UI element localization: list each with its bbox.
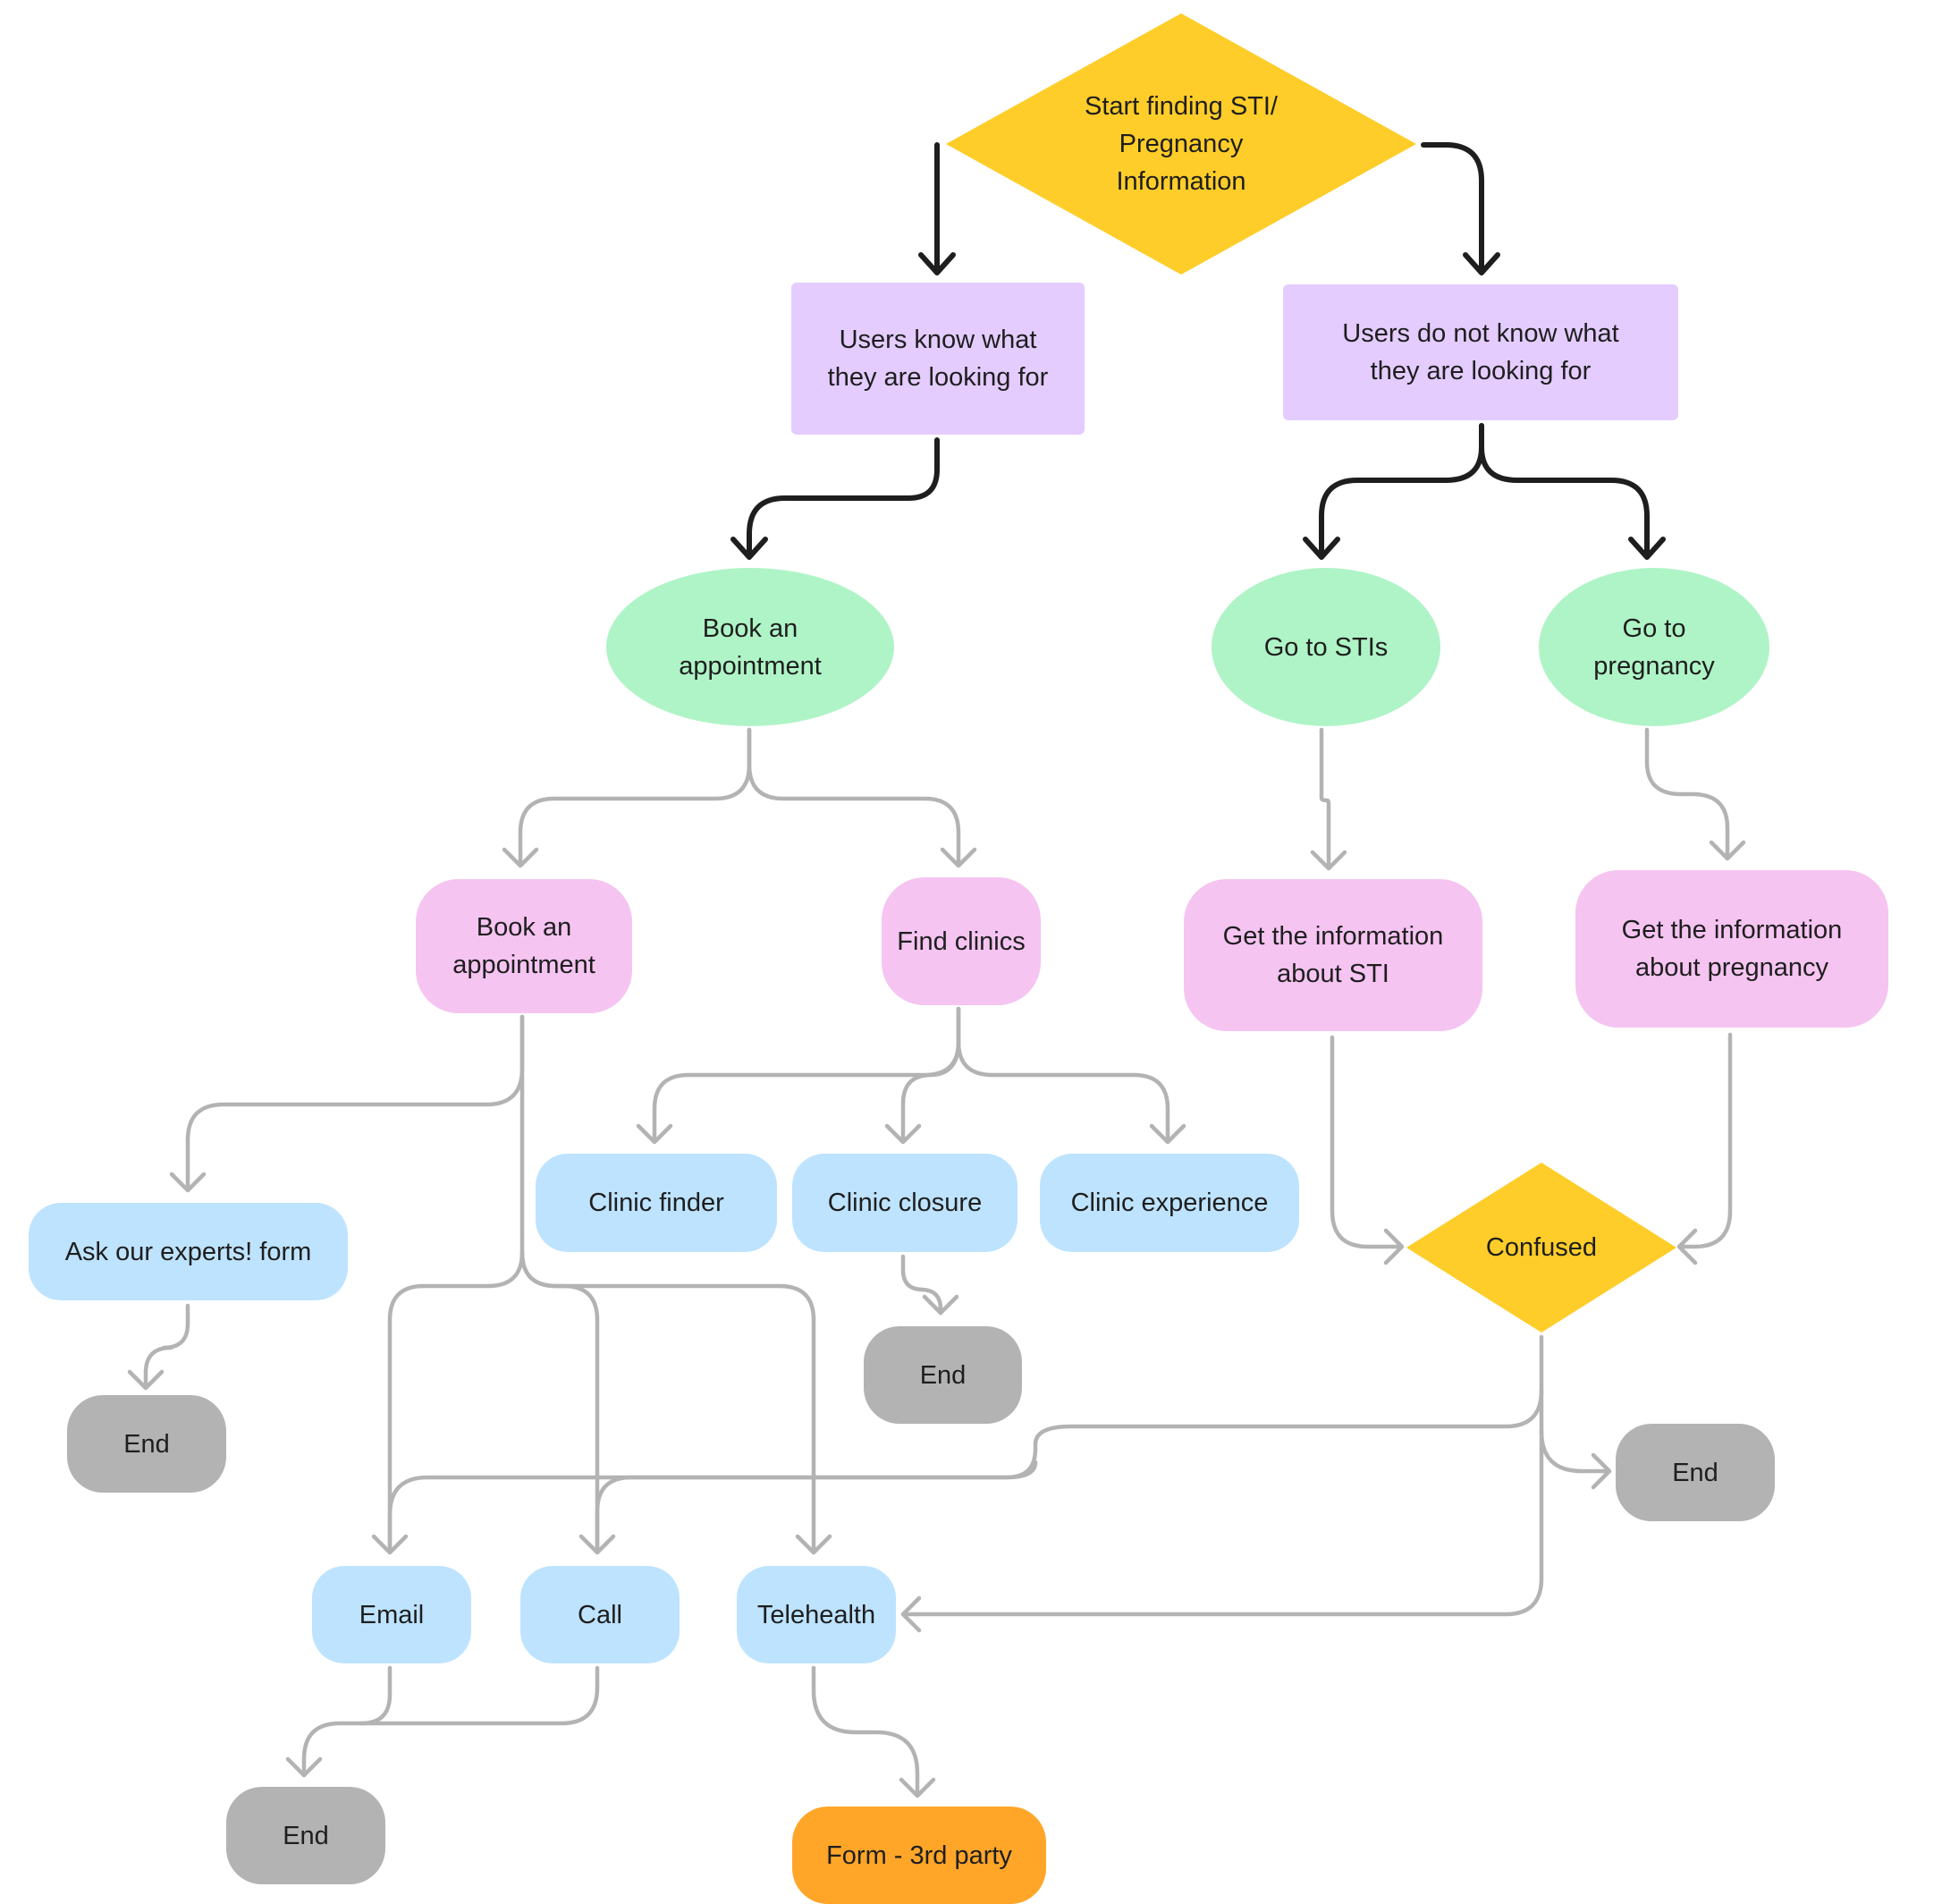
arrow-not-know-to-stis — [1303, 537, 1340, 560]
book-appointment-node[interactable]: Book an appointment — [416, 879, 632, 1013]
arrow-book-appt-to-ask-experts — [169, 1172, 207, 1193]
form-3rd-party-node[interactable]: Form - 3rd party — [792, 1807, 1046, 1904]
clinic-finder-node[interactable]: Clinic finder — [536, 1154, 777, 1252]
clinic-closure-node-label: Clinic closure — [827, 1189, 983, 1217]
end-node-email-call-label: End — [283, 1821, 329, 1850]
edge-confused-to-telehealth — [902, 1428, 1544, 1617]
arrow-find-clinics-to-clinic-experience — [1149, 1123, 1186, 1145]
edge-stis-to-info-sti — [1319, 727, 1331, 870]
end-node-closure-label: End — [919, 1360, 967, 1390]
telehealth-node-label: Telehealth — [756, 1600, 876, 1629]
arrow-start-to-not-know — [1463, 252, 1500, 275]
go-to-stis-ellipse[interactable]: Go to STIs — [1212, 568, 1440, 726]
info-sti-node-label: Get the information about STI — [1222, 922, 1444, 988]
email-node[interactable]: Email — [312, 1566, 471, 1663]
edge-info-sti-to-confused — [1330, 1035, 1403, 1249]
know-box[interactable]: Users know what they are looking for — [791, 283, 1085, 435]
edge-book-ellipse-to-book-appt — [518, 727, 752, 867]
confused-decision-label: Confused — [1485, 1233, 1598, 1262]
arrow-info-sti-to-confused — [1383, 1228, 1405, 1265]
clinic-finder-node-label: Clinic finder — [588, 1189, 724, 1217]
arrow-find-clinics-to-clinic-finder — [636, 1123, 673, 1145]
end-node-confused[interactable]: End — [1616, 1424, 1775, 1521]
arrow-know-to-book — [730, 537, 768, 560]
edge-find-clinics-to-clinic-experience — [956, 1006, 1170, 1143]
end-node-closure[interactable]: End — [864, 1326, 1022, 1424]
edge-call-to-end — [359, 1665, 600, 1726]
not-know-box[interactable]: Users do not know what they are looking … — [1283, 284, 1678, 420]
edge-not-know-to-stis — [1319, 423, 1484, 557]
edge-info-pregnancy-to-confused — [1678, 1032, 1733, 1249]
find-clinics-node-label: Find clinics — [897, 927, 1026, 956]
go-to-stis-ellipse-label: Go to STIs — [1263, 632, 1389, 662]
edge-book-appt-to-ask-experts — [185, 1014, 525, 1192]
book-appointment-ellipse[interactable]: Book an appointment — [606, 568, 894, 726]
arrow-info-pregnancy-to-confused — [1676, 1228, 1698, 1265]
edge-pregnancy-to-info-pregnancy — [1644, 727, 1730, 859]
edge-ask-experts-to-end — [143, 1303, 190, 1389]
edge-know-to-book — [747, 437, 940, 557]
arrow-email-call-to-end — [285, 1756, 323, 1778]
arrow-closure-to-end — [922, 1294, 959, 1316]
edge-confused-to-call — [595, 1460, 1038, 1554]
arrow-start-to-know — [918, 252, 956, 275]
edge-book-ellipse-to-find-clinics — [747, 727, 961, 867]
edge-book-appt-to-email — [387, 1249, 525, 1554]
end-node-confused-label: End — [1672, 1458, 1718, 1487]
edge-email-to-end — [301, 1665, 393, 1778]
form-3rd-party-node-label: Form - 3rd party — [826, 1841, 1012, 1870]
info-sti-node[interactable]: Get the information about STI — [1184, 879, 1482, 1031]
arrow-book-ellipse-to-book-appt — [502, 847, 539, 868]
know-box-label: Users know what they are looking for — [827, 326, 1049, 392]
clinic-closure-node[interactable]: Clinic closure — [792, 1154, 1017, 1252]
book-appointment-node-label: Book an appointment — [452, 913, 595, 979]
arrow-ask-experts-to-end — [127, 1369, 165, 1391]
end-node-experts[interactable]: End — [67, 1395, 226, 1493]
edge-confused-to-email — [387, 1334, 1544, 1554]
edge-book-appt-to-telehealth — [519, 1249, 816, 1554]
end-node-email-call[interactable]: End — [226, 1787, 385, 1884]
edge-closure-to-end — [900, 1254, 943, 1316]
edge-find-clinics-to-clinic-finder — [652, 1006, 961, 1143]
arrow-telehealth-to-form — [899, 1777, 936, 1798]
not-know-box-label: Users do not know what they are looking … — [1342, 319, 1619, 385]
arrow-confused-to-end — [1591, 1452, 1612, 1490]
arrow-book-appt-to-telehealth — [795, 1534, 832, 1555]
arrow-not-know-to-pregnancy — [1628, 537, 1666, 560]
ask-experts-form-node-label: Ask our experts! form — [64, 1237, 312, 1266]
info-pregnancy-node-label: Get the information about pregnancy — [1621, 916, 1843, 982]
clinic-experience-node[interactable]: Clinic experience — [1040, 1154, 1299, 1252]
end-node-experts-label: End — [123, 1429, 170, 1459]
call-node-label: Call — [578, 1600, 622, 1629]
arrow-confused-to-telehealth — [900, 1595, 922, 1633]
edge-book-appt-to-call — [519, 1249, 600, 1554]
arrow-book-ellipse-to-find-clinics — [940, 847, 977, 868]
call-node[interactable]: Call — [520, 1566, 680, 1663]
start-decision-label: Start finding STI/ Pregnancy Information — [1085, 92, 1278, 196]
edge-telehealth-to-form — [811, 1665, 920, 1798]
find-clinics-node[interactable]: Find clinics — [882, 877, 1041, 1005]
ask-experts-form-node[interactable]: Ask our experts! form — [29, 1203, 348, 1300]
email-node-label: Email — [359, 1600, 425, 1629]
arrow-find-clinics-to-clinic-closure — [884, 1123, 922, 1145]
arrow-stis-to-info-sti — [1310, 850, 1347, 871]
arrow-pregnancy-to-info-pregnancy — [1709, 840, 1746, 861]
telehealth-node[interactable]: Telehealth — [737, 1566, 896, 1663]
go-to-pregnancy-ellipse[interactable]: Go to pregnancy — [1539, 568, 1769, 726]
clinic-experience-node-label: Clinic experience — [1070, 1189, 1269, 1217]
edge-find-clinics-to-clinic-closure — [900, 1006, 961, 1143]
book-appointment-ellipse-label: Book an appointment — [679, 614, 822, 681]
edge-not-know-to-pregnancy — [1479, 423, 1650, 557]
go-to-pregnancy-ellipse-label: Go to pregnancy — [1593, 614, 1715, 681]
edge-start-to-not-know — [1421, 142, 1484, 271]
info-pregnancy-node[interactable]: Get the information about pregnancy — [1575, 870, 1888, 1028]
